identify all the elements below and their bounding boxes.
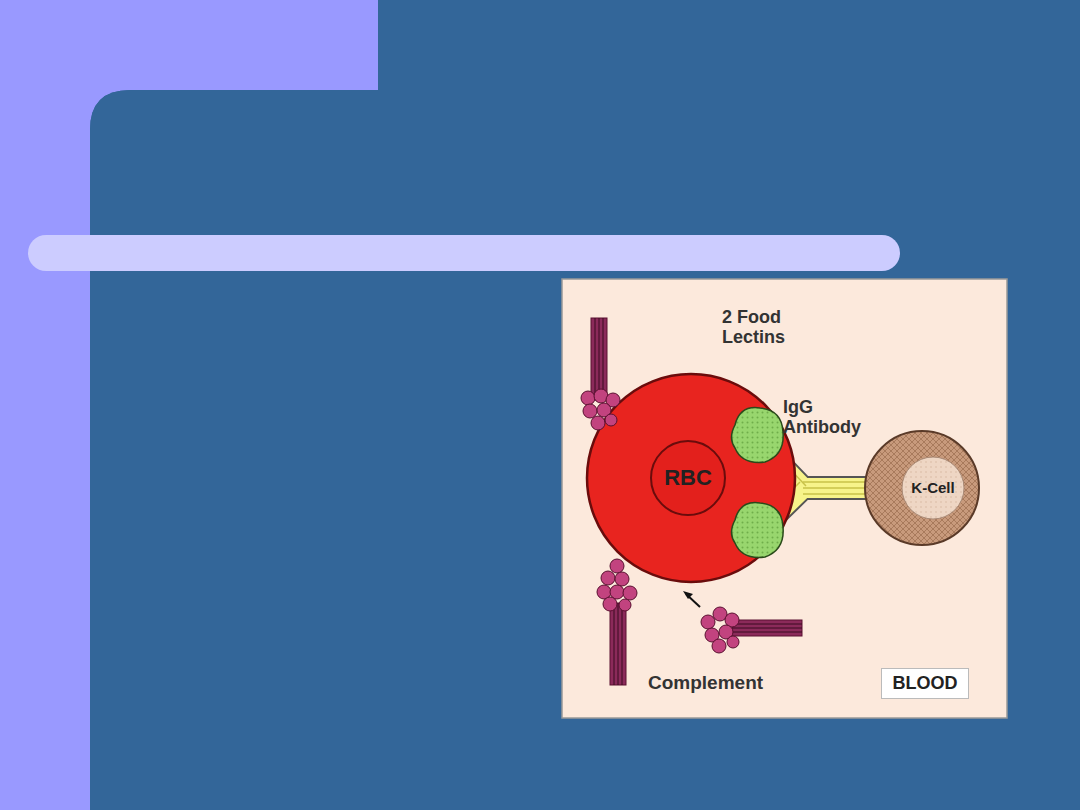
divider-bar <box>28 235 900 271</box>
complement-complex <box>581 318 620 430</box>
node-text: K-Cell <box>911 480 954 497</box>
red-blood-cell <box>587 374 795 582</box>
left-band <box>0 0 90 810</box>
complement-complex <box>701 607 802 653</box>
node-text: RBC <box>664 466 712 490</box>
content-panel <box>90 90 1080 810</box>
complement-complex <box>597 559 637 685</box>
figure-ground <box>562 279 1007 718</box>
node-text: BLOOD <box>893 674 958 694</box>
lectin-label: 2 Food Lectins <box>722 308 832 348</box>
k-cell: K-Cell <box>864 430 980 546</box>
complement-label: Complement <box>648 673 788 694</box>
antibody-label: IgG Antibody <box>783 398 883 438</box>
food-lectin <box>732 503 784 558</box>
rbc-core: RBC <box>650 440 726 516</box>
blood-box: BLOOD <box>881 668 969 699</box>
attack-arrowhead <box>683 591 693 599</box>
food-lectin <box>732 408 784 463</box>
